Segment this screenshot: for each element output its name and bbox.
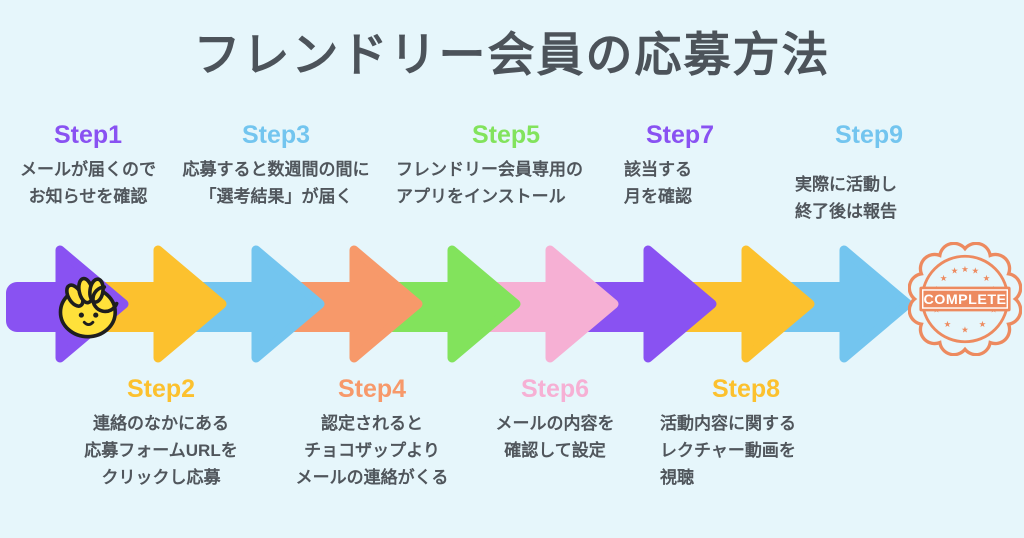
step-4-description: 認定されると チョコザップより メールの連絡がくる — [295, 414, 449, 487]
step-7: Step7 該当する 月を確認 — [624, 120, 736, 211]
step-1-description: メールが届くので お知らせを確認 — [20, 160, 156, 206]
step-3: Step3 応募すると数週間の間に 「選考結果」が届く — [175, 120, 377, 211]
step-5-label: Step5 — [471, 121, 541, 149]
step-3-label: Step3 — [241, 121, 311, 149]
step-9-label: Step9 — [834, 121, 904, 149]
step-8-label: Step8 — [711, 375, 781, 403]
svg-text:★: ★ — [940, 273, 948, 283]
complete-stamp: ★★★ ★★★ ★ ★★★ ★★ COMPLETE — [908, 242, 1022, 356]
svg-text:★: ★ — [983, 273, 991, 283]
svg-text:★: ★ — [961, 264, 969, 274]
svg-text:★: ★ — [951, 266, 959, 276]
step-2-label: Step2 — [126, 375, 196, 403]
step-7-label: Step7 — [645, 121, 715, 149]
stamp-label-box — [919, 286, 1011, 312]
step-8: Step8 活動内容に関する レクチャー動画を 視聴 — [660, 374, 832, 492]
step-4-label: Step4 — [337, 375, 407, 403]
stamp-scallop-border — [908, 242, 1022, 356]
step-9: Step9 実際に活動し 終了後は報告 — [795, 120, 943, 226]
svg-text:★: ★ — [979, 319, 987, 329]
step-8-description: 活動内容に関する レクチャー動画を 視聴 — [660, 414, 796, 487]
step-2: Step2 連絡のなかにある 応募フォームURLを クリックし応募 — [55, 374, 267, 492]
step-7-description: 該当する 月を確認 — [624, 160, 692, 206]
step-1-label: Step1 — [53, 121, 123, 149]
step-3-description: 応募すると数週間の間に 「選考結果」が届く — [182, 160, 370, 206]
step-2-description: 連絡のなかにある 応募フォームURLを クリックし応募 — [84, 414, 238, 487]
stamp-text: COMPLETE — [924, 292, 1007, 308]
step-6-label: Step6 — [520, 375, 590, 403]
step-9-description: 実際に活動し 終了後は報告 — [795, 175, 897, 221]
mascot-icon — [58, 276, 119, 339]
step-6: Step6 メールの内容を 確認して設定 — [475, 374, 635, 465]
svg-text:★: ★ — [961, 325, 969, 335]
step-1: Step1 メールが届くので お知らせを確認 — [2, 120, 174, 211]
step-6-description: メールの内容を 確認して設定 — [495, 414, 615, 460]
page-title: フレンドリー会員の応募方法 — [193, 28, 831, 81]
svg-text:★: ★ — [972, 266, 980, 276]
step-5: Step5 フレンドリー会員専用の アプリをインストール — [396, 120, 616, 211]
svg-text:★: ★ — [944, 319, 952, 329]
arrow-flow — [0, 244, 1024, 364]
step-4: Step4 認定されると チョコザップより メールの連絡がくる — [272, 374, 472, 492]
step-5-description: フレンドリー会員専用の アプリをインストール — [396, 160, 583, 206]
